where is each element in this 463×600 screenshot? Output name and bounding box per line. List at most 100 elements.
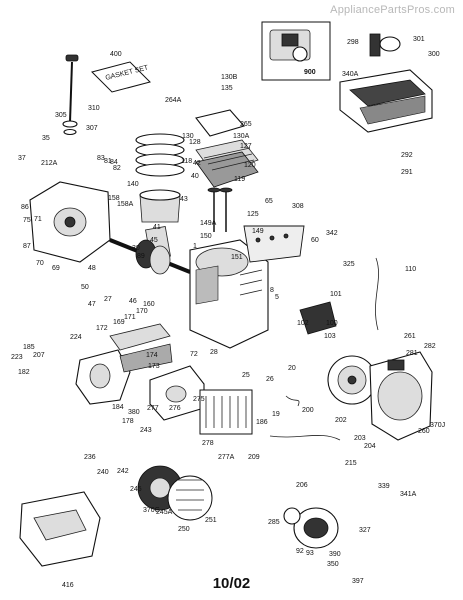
part-label-240: 240 — [97, 469, 109, 476]
part-label-340a: 340A — [342, 71, 359, 78]
air-filter — [137, 465, 213, 521]
part-label-243: 243 — [140, 427, 152, 434]
part-label-278: 278 — [202, 440, 214, 447]
part-label-380: 380 — [128, 409, 140, 416]
part-label-277a: 277A — [218, 454, 235, 461]
air-cleaner — [339, 33, 433, 133]
part-label-46: 46 — [129, 298, 137, 305]
part-label-261: 261 — [404, 333, 416, 340]
part-label-130b: 130B — [221, 74, 238, 81]
part-label-25: 25 — [242, 372, 250, 379]
part-label-341a: 341A — [400, 491, 417, 498]
ignition-coil — [299, 301, 337, 335]
part-label-81: 81 — [104, 158, 112, 165]
part-label-325: 325 — [343, 261, 355, 268]
part-label-20: 20 — [288, 365, 296, 372]
part-label-135: 135 — [221, 85, 233, 92]
part-label-281: 281 — [406, 350, 418, 357]
engine-block — [189, 239, 269, 349]
part-label-118: 118 — [181, 158, 192, 165]
crankshaft — [109, 238, 191, 275]
part-label-71: 71 — [34, 216, 42, 223]
part-label-84: 84 — [110, 159, 118, 166]
part-label-200: 200 — [302, 407, 314, 414]
part-label-390: 390 — [329, 551, 341, 558]
part-label-149: 149 — [252, 228, 264, 235]
part-label-87: 87 — [23, 243, 31, 250]
part-label-301: 301 — [413, 36, 425, 43]
watermark-text: AppliancePartsPros.com — [330, 4, 455, 16]
part-label-224: 224 — [70, 334, 82, 341]
part-label-285: 285 — [268, 519, 280, 526]
part-label-93: 93 — [306, 550, 314, 557]
inset-engine-box — [261, 21, 331, 81]
part-label-140: 140 — [127, 181, 139, 188]
part-label-47: 47 — [88, 301, 96, 308]
part-label-260: 260 — [418, 428, 430, 435]
part-label-130: 130 — [182, 133, 194, 140]
part-label-102: 102 — [297, 320, 309, 327]
part-label-416: 416 — [62, 582, 74, 589]
part-label-207: 207 — [33, 352, 45, 359]
part-label-275: 275 — [193, 396, 205, 403]
part-label-265: 265 — [240, 121, 252, 128]
part-label-35: 35 — [42, 135, 50, 142]
part-label-42: 42 — [193, 160, 201, 167]
part-label-150: 150 — [200, 233, 212, 240]
part-label-171: 171 — [124, 314, 136, 321]
part-label-245a: 245A — [156, 509, 173, 516]
dipstick — [62, 54, 79, 136]
part-label-250: 250 — [178, 526, 190, 533]
part-label-1: 1 — [193, 243, 197, 250]
part-label-300: 300 — [428, 51, 440, 58]
flywheel — [327, 355, 377, 405]
muffler-guard — [199, 389, 253, 435]
part-label-8: 8 — [270, 287, 274, 294]
part-label-276: 276 — [169, 405, 181, 412]
part-label-184: 184 — [112, 404, 124, 411]
part-label-160: 160 — [143, 301, 155, 308]
part-label-27: 27 — [104, 296, 112, 303]
part-label-128: 128 — [189, 139, 201, 146]
part-label-37: 37 — [18, 155, 26, 162]
part-label-30: 30 — [132, 245, 140, 252]
fuel-shield — [19, 491, 101, 567]
part-label-92: 92 — [296, 548, 304, 555]
part-label-86: 86 — [21, 204, 29, 211]
part-label-120: 120 — [244, 162, 256, 169]
part-label-204: 204 — [364, 443, 376, 450]
part-label-342: 342 — [326, 230, 338, 237]
gasket-set-box: GASKET SET — [91, 61, 151, 93]
part-label-178: 178 — [122, 418, 134, 425]
part-label-19: 19 — [272, 411, 280, 418]
part-label-110: 110 — [405, 266, 416, 273]
part-label-397: 397 — [352, 578, 364, 585]
part-label-101: 101 — [330, 291, 342, 298]
part-label-277: 277 — [147, 405, 159, 412]
part-label-350: 350 — [327, 561, 339, 568]
part-label-28: 28 — [210, 349, 218, 356]
part-label-223: 223 — [11, 354, 23, 361]
part-label-48: 48 — [88, 265, 96, 272]
part-label-69: 69 — [52, 265, 60, 272]
part-label-202: 202 — [335, 417, 347, 424]
part-label-307: 307 — [86, 125, 98, 132]
part-label-370j: 370J — [430, 422, 445, 429]
linkages — [269, 257, 379, 441]
part-label-215: 215 — [345, 460, 357, 467]
part-label-26: 26 — [266, 376, 274, 383]
part-label-149a: 149A — [200, 220, 217, 227]
part-label-173: 173 — [148, 363, 160, 370]
part-label-339: 339 — [378, 483, 390, 490]
part-label-242: 242 — [117, 468, 129, 475]
part-label-282: 282 — [424, 343, 436, 350]
part-label-310: 310 — [88, 105, 100, 112]
part-label-158a: 158A — [117, 201, 134, 208]
part-label-170: 170 — [136, 308, 148, 315]
part-label-82: 82 — [113, 165, 121, 172]
part-label-186: 186 — [256, 419, 268, 426]
part-label-119: 119 — [234, 176, 245, 183]
part-label-182: 182 — [18, 369, 30, 376]
part-label-292: 292 — [401, 152, 413, 159]
